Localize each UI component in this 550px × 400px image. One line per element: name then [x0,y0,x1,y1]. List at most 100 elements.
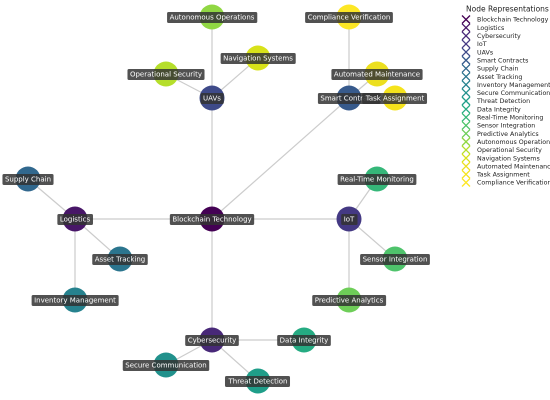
node-label-bg [312,295,387,306]
node-label-bg [337,174,417,185]
node-label-bg [277,335,331,346]
node-label-text: Blockchain Technology [172,216,251,224]
legend-item-uav: UAVs [461,47,493,57]
legend-marker-icon [461,104,471,114]
legend-marker-icon [461,88,471,98]
legend-marker-icon [461,15,471,24]
node-label-text: Automated Maintenance [334,71,420,79]
legend-item-pa: Predictive Analytics [461,129,539,139]
legend-item-label: UAVs [477,49,493,56]
legend-item-label: Task Assignment [476,172,530,179]
legend-marker-icon [461,137,471,147]
node-label-text: Threat Detection [227,378,287,386]
node-label-text: Sensor Integration [363,256,428,264]
node-label-bg [122,360,210,371]
node-label-bg [341,214,358,225]
legend-item-sup: Supply Chain [461,63,518,73]
legend-item-ns: Navigation Systems [461,153,540,163]
node-label-text: Compliance Verification [308,14,391,22]
node-label-os: Operational Security [127,69,205,80]
node-label-ns: Navigation Systems [220,53,296,64]
node-label-bg [200,93,224,104]
legend-marker-icon [461,23,471,33]
legend-item-label: Navigation Systems [477,155,540,162]
node-label-di: Data Integrity [277,335,331,346]
legend-item-label: Logistics [477,25,504,32]
legend-item-am: Automated Maintenance [461,161,550,171]
legend-marker-icon [461,129,471,139]
legend-item-label: Inventory Management [477,82,550,89]
node-label-bg [362,93,428,104]
legend-item-at: Asset Tracking [461,72,522,82]
legend-item-sc: Smart Contracts [461,55,528,65]
legend-marker-icon [461,178,471,187]
node-label-bt: Blockchain Technology [169,214,255,225]
legend-marker-icon [461,161,471,171]
legend-marker-icon [461,55,471,65]
legend: Node Representations Blockchain Technolo… [461,5,550,187]
legend-item-im: Inventory Management [461,80,550,90]
legend-item-label: Threat Detection [476,98,530,105]
node-label-bg [92,254,148,265]
legend-marker-icon [461,31,471,41]
legend-item-label: Smart Contracts [477,57,528,64]
legend-title: Node Representations [466,5,549,14]
legend-item-bt: Blockchain Technology [461,15,549,24]
node-label-text: Real-Time Monitoring [340,176,414,184]
node-label-text: Cybersecurity [188,337,237,345]
node-label-cyb: Cybersecurity [185,335,239,346]
legend-marker-icon [461,169,471,179]
legend-marker-icon [461,72,471,82]
legend-item-label: Operational Security [477,147,542,154]
legend-item-os: Operational Security [461,145,542,155]
legend-marker-icon [461,120,471,130]
node-label-im: Inventory Management [31,295,119,306]
node-label-bg [57,214,93,225]
legend-item-sec: Secure Communication [461,88,550,98]
node-label-rtm: Real-Time Monitoring [337,174,417,185]
node-label-sup: Supply Chain [2,174,54,185]
node-label-text: Smart Contracts [320,95,378,103]
edge-bt-sc [211,97,350,220]
legend-item-label: Secure Communication [477,90,550,97]
legend-item-label: Predictive Analytics [477,131,539,138]
node-label-text: Operational Security [130,71,202,79]
node-label-text: UAVs [203,95,221,103]
legend-item-label: Cybersecurity [477,33,521,40]
node-label-bg [305,12,393,23]
node-label-text: Navigation Systems [223,55,293,63]
node-label-ta: Task Assignment [362,93,428,104]
node-label-text: Task Assignment [365,95,425,103]
node-label-iot: IoT [341,214,358,225]
legend-item-label: Data Integrity [477,106,521,113]
legend-marker-icon [461,145,471,155]
legend-item-td: Threat Detection [461,96,530,106]
node-label-bg [185,335,239,346]
legend-item-label: IoT [477,41,487,48]
legend-marker-icon [461,47,471,57]
legend-marker-icon [461,96,471,106]
legend-items: Blockchain TechnologyLogisticsCybersecur… [461,15,550,187]
node-label-bg [167,12,258,23]
node-label-at: Asset Tracking [92,254,148,265]
node-label-bg [31,295,119,306]
legend-item-label: Compliance Verification [477,180,550,187]
node-label-text: Predictive Analytics [315,297,384,305]
node-label-td: Threat Detection [224,376,291,387]
legend-item-ta: Task Assignment [461,169,530,179]
node-label-bg [2,174,54,185]
legend-item-label: Supply Chain [477,66,518,73]
node-label-text: Secure Communication [125,362,206,370]
legend-item-iot: IoT [461,39,487,49]
legend-item-di: Data Integrity [461,104,521,114]
node-label-uav: UAVs [200,93,224,104]
node-label-cv: Compliance Verification [305,12,393,23]
node-label-text: Autonomous Operations [170,14,255,22]
legend-item-label: Automated Maintenance [477,163,550,170]
node-label-bg [220,53,296,64]
node-label-bg [127,69,205,80]
legend-item-label: Sensor Integration [477,123,535,130]
node-label-sec: Secure Communication [122,360,210,371]
legend-item-label: Autonomous Operations [477,139,550,146]
